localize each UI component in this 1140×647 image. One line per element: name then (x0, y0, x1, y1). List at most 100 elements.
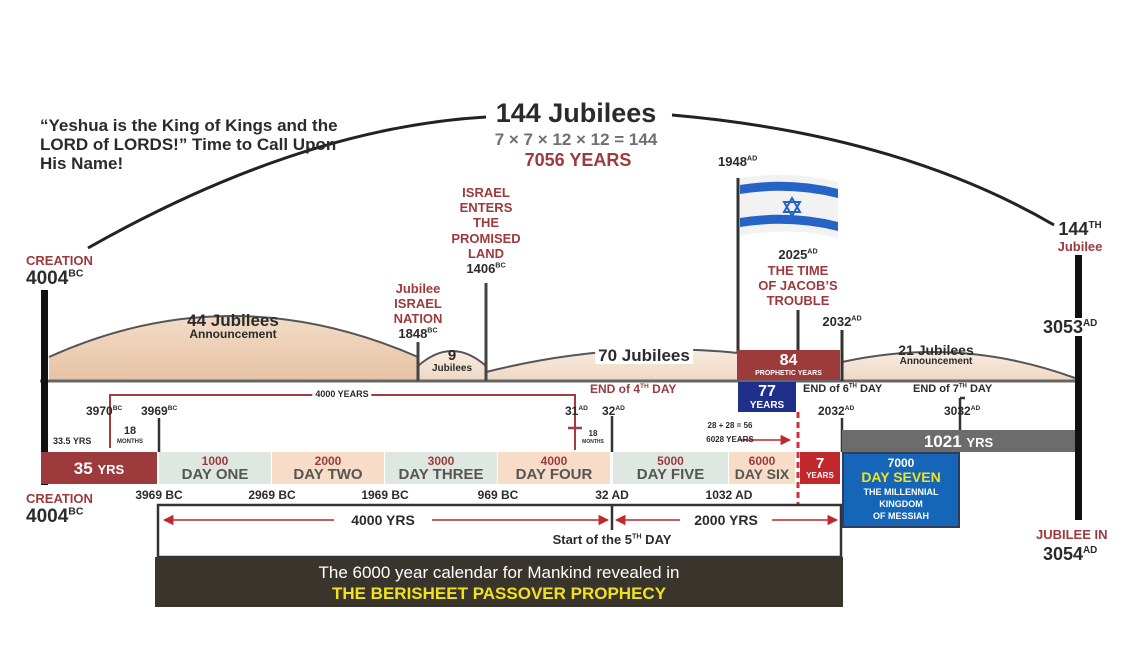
segment-day-three: 3000 DAY THREE (385, 452, 497, 484)
day-seven-line-2: KINGDOM (879, 499, 923, 509)
arc-9-sub: Jubilees (431, 363, 473, 374)
day-four-name: DAY FOUR (515, 466, 593, 483)
span-4000-yrs: 4000 YRS (351, 512, 415, 528)
bottom-year-32: 32 AD (595, 488, 629, 502)
prophetic-years-number: 84 (779, 352, 798, 369)
arc-44-jubilees: 44 Jubilees (187, 311, 279, 330)
years-77-number: 77 (758, 383, 776, 400)
bottom-year-2969: 2969 BC (248, 488, 296, 502)
arc-44-sub: Announcement (189, 327, 277, 341)
creation-label-top: CREATION (26, 253, 93, 268)
hump-21 (842, 352, 1075, 380)
day-seven-box: 7000 DAY SEVEN THE MILLENNIAL KINGDOM OF… (842, 452, 960, 528)
months-18-a-number: 18 (123, 425, 137, 437)
jacob-line-3: TROUBLE (766, 293, 830, 308)
day-seven-number: 7000 (887, 456, 915, 470)
year-1848: 1848BC (398, 326, 438, 341)
yrs-33-5: 33.5 YRS (53, 436, 92, 446)
prophetic-years-box: 84 PROPHETIC YEARS (737, 350, 840, 380)
jubilee-israel-1: Jubilee (395, 281, 441, 296)
creation-label-bottom: CREATION (26, 491, 93, 506)
israel-enters-5: LAND (467, 246, 505, 261)
end-of-4th-day: END of 4TH DAY (590, 382, 677, 396)
year-31: 31AD (565, 404, 588, 418)
day-one-name: DAY ONE (181, 466, 249, 483)
day-five-name: DAY FIVE (636, 466, 705, 483)
year-1948: 1948AD (718, 154, 758, 169)
bottom-year-1969: 1969 BC (361, 488, 409, 502)
years-77-label: YEARS (749, 400, 785, 411)
hump-21-line (841, 351, 1076, 379)
calc-line-2: 6028 YEARS (706, 435, 754, 444)
israel-flag-icon (740, 174, 838, 238)
jubilee-144-label: Jubilee (1057, 239, 1103, 254)
day-six-number: 6000 (748, 454, 776, 468)
end-of-6th-day: END of 6TH DAY (803, 383, 883, 395)
months-18-b-label: MONTHS (582, 439, 604, 445)
day-seven-line-3: OF MESSIAH (872, 511, 929, 521)
day-seven-name: DAY SEVEN (861, 469, 941, 485)
jubilee-israel-3: NATION (393, 311, 443, 326)
day-seven-line-1: THE MILLENNIAL (863, 487, 939, 497)
year-3970: 3970BC (86, 404, 123, 418)
segment-35-yrs: 35 YRS (41, 452, 157, 484)
segment-day-five: 5000 DAY FIVE (613, 452, 728, 484)
prophetic-years-label: PROPHETIC YEARS (755, 370, 822, 377)
day-six-name: DAY SIX (734, 466, 790, 482)
jubilee-in-year: 3054AD (1043, 544, 1098, 564)
yrs-1021-bar: 1021 YRS (842, 430, 1075, 452)
year-2032-top: 2032AD (822, 314, 862, 329)
bottom-banner: The 6000 year calendar for Mankind revea… (155, 557, 843, 607)
segment-day-one: 1000 DAY ONE (159, 452, 271, 484)
israel-enters-2: ENTERS (459, 200, 513, 215)
arc-21-jubilees: 21 Jubilees (898, 342, 974, 358)
months-18-b-number: 18 (588, 429, 598, 438)
day-five-number: 5000 (657, 454, 684, 468)
segment-day-two: 2000 DAY TWO (272, 452, 384, 484)
bracket-4000-years: 4000 YEARS (312, 390, 372, 399)
year-2032: 2032AD (818, 404, 855, 418)
end-of-7th-day: END of 7TH DAY (913, 383, 993, 395)
seven-years-label: YEARS (806, 471, 834, 480)
start-of-5th-day: Start of the 5TH DAY (552, 532, 672, 547)
segment-day-four: 4000 DAY FOUR (498, 452, 610, 484)
creation-pole (41, 290, 48, 485)
creation-year-bottom: 4004BC (26, 506, 84, 527)
total-years: 7056 YEARS (524, 150, 632, 170)
israel-enters-1: ISRAEL (462, 185, 510, 200)
year-2025: 2025AD (778, 247, 818, 262)
year-3969: 3969BC (141, 404, 178, 418)
day-one-number: 1000 (201, 454, 229, 468)
bottom-year-969: 969 BC (477, 488, 519, 502)
jubilee-formula: 7 × 7 × 12 × 12 = 144 (494, 130, 658, 149)
main-arc (87, 115, 487, 250)
main-arc-right (671, 113, 1055, 227)
banner-line-1: The 6000 year calendar for Mankind revea… (318, 563, 680, 582)
span-2000-yrs: 2000 YRS (694, 512, 758, 528)
day-three-number: 3000 (427, 454, 455, 468)
hump-44 (49, 316, 418, 380)
years-77-box: 77 YEARS (738, 382, 796, 412)
year-3032: 3032AD (944, 404, 981, 418)
calc-line-1: 28 + 28 = 56 (707, 421, 753, 430)
arc-70-jubilees: 70 Jubilees (595, 347, 693, 364)
quote-text: “Yeshua is the King of Kings and the LOR… (40, 116, 338, 174)
day-two-number: 2000 (314, 454, 342, 468)
day-three-name: DAY THREE (398, 466, 484, 483)
segment-7-years: 7 YEARS (800, 452, 840, 484)
creation-year-top: 4004BC (26, 268, 84, 289)
hump-9 (418, 351, 486, 380)
segment-day-six: 6000 DAY SIX (729, 452, 795, 484)
seven-years-number: 7 (815, 455, 825, 472)
jubilee-in-label: JUBILEE IN (1036, 527, 1108, 542)
arc-21-sub: Announcement (899, 356, 973, 367)
months-18-a-label: MONTHS (117, 439, 143, 445)
arc-9-number: 9 (447, 347, 457, 364)
day-two-name: DAY TWO (293, 466, 363, 483)
year-3053: 3053AD (1043, 317, 1098, 337)
segment-35-text: 35 YRS (73, 459, 125, 478)
yrs-1021-text: 1021 YRS (923, 432, 994, 451)
hump-9-line (417, 350, 487, 367)
banner-line-2: THE BERISHEET PASSOVER PROPHECY (331, 584, 667, 603)
